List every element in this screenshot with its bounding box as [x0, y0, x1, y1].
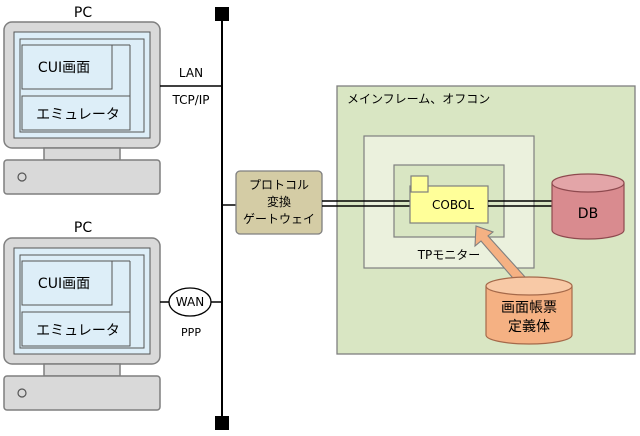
pc-2-label: PC	[74, 220, 92, 236]
pc-1-emulator	[21, 95, 131, 131]
form-definition-body	[485, 286, 573, 345]
pc-1-label: PC	[74, 5, 92, 21]
mainframe-label: メインフレーム、オフコン	[347, 92, 490, 106]
pc-1-emulator-label: エミュレータ	[36, 107, 120, 123]
pc-2: PC CUI画面 エミュレータ	[3, 220, 161, 411]
pc-2-stand	[43, 363, 121, 377]
protocol-gateway	[235, 170, 323, 235]
pc-2-cui-label: CUI画面	[38, 276, 90, 292]
tp-monitor-label: TPモニター	[417, 248, 481, 262]
form-definition-line-2: 定義体	[508, 318, 550, 335]
gateway-line-2: 変換	[267, 194, 291, 209]
db-label: DB	[578, 206, 598, 222]
db-cylinder: DB	[551, 173, 625, 240]
backbone-top-terminator	[215, 7, 229, 21]
db-body	[551, 183, 625, 240]
pc-1-cui-label: CUI画面	[38, 60, 90, 76]
pc-1: PC CUI画面 エミュレータ	[3, 5, 161, 195]
ppp-label: PPP	[181, 326, 201, 339]
db-top	[551, 173, 625, 193]
pc-1-power-button	[17, 172, 27, 182]
pc-2-emulator	[21, 311, 131, 347]
lan-label: LAN	[179, 66, 203, 80]
gateway-line-3: ゲートウェイ	[243, 212, 315, 226]
form-definition-top	[485, 276, 573, 296]
pc-2-power-button	[17, 388, 27, 398]
pc-1-stand	[43, 147, 121, 161]
form-definition-cylinder: 画面帳票 定義体	[485, 276, 573, 345]
pc-2-emulator-label: エミュレータ	[36, 323, 120, 339]
pc-1-cui-screen	[21, 44, 113, 90]
wan-label: WAN	[176, 295, 204, 309]
pc-2-base	[3, 375, 161, 411]
wan-node	[168, 287, 212, 317]
pc-2-cui-screen	[21, 260, 113, 306]
cobol-label: COBOL	[432, 198, 474, 212]
backbone-bottom-terminator	[215, 416, 229, 430]
cobol-module-icon	[410, 175, 429, 193]
gateway-line-1: プロトコル	[249, 178, 309, 192]
tcpip-label: TCP/IP	[171, 93, 209, 107]
form-definition-line-1: 画面帳票	[501, 300, 557, 316]
pc-1-base	[3, 159, 161, 195]
